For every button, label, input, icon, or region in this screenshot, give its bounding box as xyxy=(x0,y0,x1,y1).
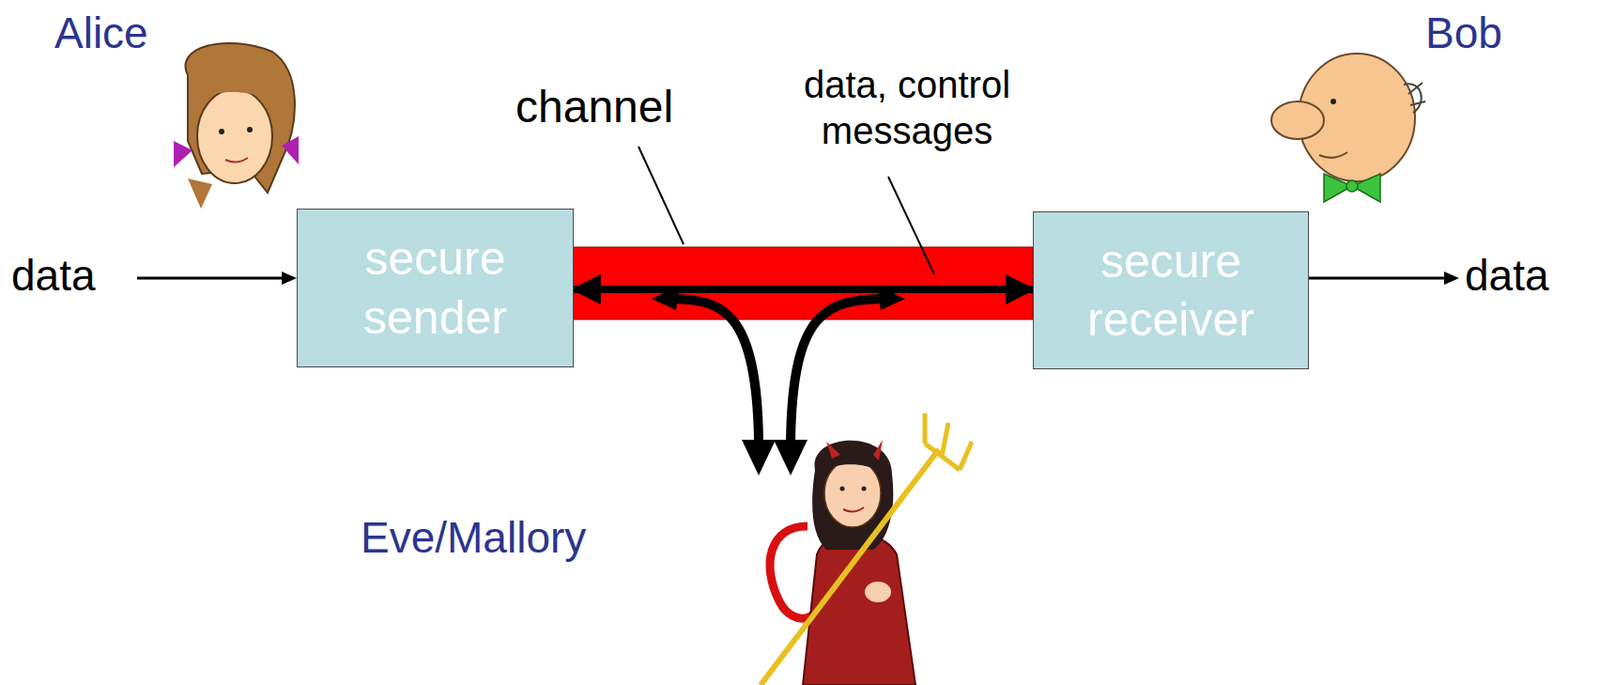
data-label: data xyxy=(11,249,96,301)
data-arrow xyxy=(137,271,297,285)
data-arrow xyxy=(1290,271,1460,285)
channel-band xyxy=(551,246,1033,320)
receiver-box: secure receiver xyxy=(1032,211,1309,370)
eve-figure xyxy=(760,413,972,685)
channel-label: channel xyxy=(515,80,674,133)
channel-arrow xyxy=(573,285,1033,293)
leader-line xyxy=(638,146,684,245)
box-text: secure sender xyxy=(297,229,573,347)
message-label: data, control messages xyxy=(766,61,1048,154)
attacker-name: Eve/Mallory xyxy=(360,511,586,563)
party-name: Alice xyxy=(54,7,149,59)
party-name: Bob xyxy=(1425,7,1503,59)
leader-line xyxy=(888,176,935,275)
tap-arrow xyxy=(668,298,889,442)
box-text: secure receiver xyxy=(1033,231,1308,350)
data-label: data xyxy=(1464,249,1550,301)
alice-figure xyxy=(173,43,299,209)
bob-figure xyxy=(1271,53,1426,202)
sender-box: secure sender xyxy=(296,208,574,368)
